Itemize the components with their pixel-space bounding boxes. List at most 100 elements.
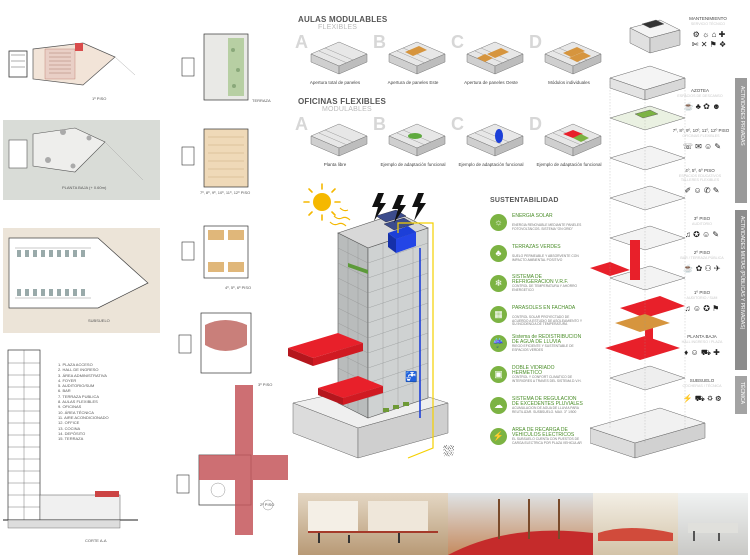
tecnica-bar: TÉCNICA bbox=[735, 376, 747, 414]
oficinas-option-caption: Ejemplo de adaptación funcional bbox=[380, 162, 446, 167]
mantenimiento-label: MANTENIMIENTO bbox=[689, 16, 727, 21]
oficinas-option: C Ejemplo de adaptación funcional bbox=[451, 112, 527, 176]
sustentabilidad-item-title: ENERGIA SOLAR bbox=[512, 213, 553, 219]
sustentabilidad-icon: ▣ bbox=[490, 366, 507, 383]
basement-plan bbox=[3, 228, 160, 333]
first-floor-label: 1º PISO bbox=[92, 96, 107, 101]
piso-3-label: 3º PISO bbox=[693, 216, 711, 221]
first-floor-plan bbox=[5, 35, 155, 95]
sustentabilidad-item-desc: ENERGIA RENOVABLE MEDIANTE PANELES FOTOV… bbox=[512, 223, 582, 231]
left-plans-column: 1º PISO PLANTA BAJA (+ 0.60m) SUBSUELO bbox=[0, 0, 160, 560]
third-floor-label: 3º PISO bbox=[258, 382, 273, 387]
sustentabilidad-item-desc: SUELO PERMEABLE Y ABSORVENTE CON IMPACTO… bbox=[512, 254, 579, 262]
sustentabilidad-item-desc: CONTROL SOLAR PROYECTADO DE ACUERDO A ES… bbox=[512, 315, 582, 327]
third-floor-plan bbox=[178, 312, 252, 374]
aulas-option-letter: D bbox=[529, 32, 542, 52]
sustentabilidad-item-desc: CONTROL DE TEMPERATURA Y AHORRO ENERGETI… bbox=[512, 284, 578, 292]
sustentabilidad-title: SUSTENTABILIDAD bbox=[490, 197, 559, 204]
privadas-bar: ACTIVIDADES PRIVADAS bbox=[735, 78, 747, 203]
sustentabilidad-icon: ▦ bbox=[490, 306, 507, 323]
sustentabilidad-item-title: AREA DE RECARGA DE VEHICULOS ELECTRICOS bbox=[512, 427, 575, 439]
render-strip bbox=[298, 493, 748, 555]
sustentabilidad-item-title: SISTEMA DE REFRIGERACION V.R.F. bbox=[512, 274, 569, 286]
terrace-plan bbox=[181, 33, 249, 101]
maintenance-icons: ⚙ ☼ ⌂ ✚✄ ✕ ⚑ ❖ bbox=[691, 30, 727, 49]
ground-floor-label: PLANTA BAJA (+ 0.60m) bbox=[62, 185, 107, 190]
oficinas-option-drawing bbox=[310, 123, 368, 157]
subsuelo-icons: ⚡ ⛟ ⛭ ⚙ bbox=[682, 394, 722, 403]
sustentabilidad-item-title: Sistema de REDISTRIBUCION DE AGUA DE LLU… bbox=[512, 334, 582, 346]
legend-item: 10. ÁREA TÉCNICA bbox=[58, 409, 94, 415]
sun-icon bbox=[303, 183, 351, 227]
oficinas-option-letter: C bbox=[451, 114, 464, 134]
section-a-a bbox=[3, 349, 138, 529]
sustentabilidad-icon: ☔ bbox=[490, 335, 507, 352]
legend-item: 1. PLAZA ACCESO bbox=[58, 362, 93, 367]
oficinas-option: B Ejemplo de adaptación funcional bbox=[373, 112, 449, 176]
ground-floor-plan bbox=[3, 120, 160, 200]
subsuelo-label: SUBSUELO bbox=[689, 378, 715, 383]
tecnica-bar-label: TÉCNICA bbox=[739, 382, 745, 404]
piso-2-label: 2º PISO bbox=[693, 250, 711, 255]
terrace-label: TERRAZA bbox=[252, 98, 271, 103]
sustentabilidad-icon: ⚡ bbox=[490, 428, 507, 445]
sustentabilidad-item-desc: EL SUBSUELO CUENTA CON PUESTOS DE CARGA … bbox=[512, 437, 582, 445]
oficinas-option-caption: Ejemplo de adaptación funcional bbox=[536, 162, 602, 167]
oficinas-option-letter: A bbox=[295, 114, 308, 134]
planta-baja-label: PLANTA BAJA bbox=[687, 334, 717, 339]
basement-label: SUBSUELO bbox=[88, 318, 110, 323]
aulas-subtitle: FLEXIBLES bbox=[318, 24, 358, 31]
planta-baja-sub: HALL INGRESO / PLAZA bbox=[681, 340, 723, 344]
oficinas-option-letter: B bbox=[373, 114, 386, 134]
legend-item: 3. ÁREA ADMINISTRATIVA bbox=[58, 372, 107, 378]
azotea-sub: ESPACIOS DE DESCANSO bbox=[677, 94, 723, 98]
exploded-axonometric bbox=[590, 19, 706, 459]
legend-item: 11. AIRE ACONDICIONADO bbox=[58, 414, 109, 420]
sustentabilidad-item: ☼ ENERGIA SOLAR ENERGIA RENOVABLE MEDIANTE… bbox=[490, 213, 585, 234]
aulas-option-drawing bbox=[388, 41, 446, 75]
pisos-4-6-label: 4º, 5º, 6º PISO bbox=[685, 168, 715, 173]
sustentabilidad-item-title: SISTEMA DE REGULACION DE EXCEDENTES PLUV… bbox=[512, 396, 583, 408]
mixtas-bar: ACTIVIDADES MIXTAS (PÚBLICAS Y PRIVADAS) bbox=[735, 210, 747, 370]
aulas-option: D Módulos individuales bbox=[529, 30, 605, 94]
azotea-icons: ☕ ♣ ✿ ☻ bbox=[683, 102, 721, 111]
mixtas-bar-label: ACTIVIDADES MIXTAS (PÚBLICAS Y PRIVADAS) bbox=[739, 216, 745, 330]
lightning-icons bbox=[372, 193, 426, 223]
aulas-option-letter: A bbox=[295, 32, 308, 52]
sustentabilidad-icon: ☼ bbox=[490, 214, 507, 231]
sustentabilidad-item-title: PARASOLES EN FACHADA bbox=[512, 305, 576, 311]
sustentabilidad-item: ☔ Sistema de REDISTRIBUCION DE AGUA DE LL… bbox=[490, 334, 585, 355]
oficinas-title: OFICINAS FLEXIBLES bbox=[298, 97, 387, 106]
piso-3-sub: AUDITORIO bbox=[692, 222, 712, 226]
aulas-option-drawing bbox=[310, 41, 368, 75]
legend-item: 13. COCINA bbox=[58, 425, 81, 431]
piso-1-icons: ♫ ☺ ✪ ⚑ bbox=[684, 304, 720, 313]
oficinas-option-caption: Ejemplo de adaptación funcional bbox=[458, 162, 524, 167]
pisos-7-12-icons: ☏ ✉ ☺ ✎ bbox=[682, 142, 722, 151]
legend-item: 9. OFICINAS bbox=[58, 404, 82, 410]
sustentabilidad-item: ⚡ AREA DE RECARGA DE VEHICULOS ELECTRICOS… bbox=[490, 427, 585, 448]
second-floor-plan bbox=[176, 385, 288, 535]
section-label: CORTE A-A bbox=[85, 538, 107, 543]
sustentabilidad-item-desc: CONTROL Y CONFORT CLIMATICO DE INTERIORE… bbox=[512, 375, 582, 383]
aulas-option-caption: Apertura de paneles Oeste bbox=[464, 80, 518, 85]
legend-item: 6. BAR bbox=[58, 388, 71, 394]
pisos-7-12-label: 7º, 8º, 9º, 10º, 11º, 12º PISO bbox=[672, 128, 730, 133]
oficinas-option-drawing bbox=[466, 123, 524, 157]
legend-item: 12. OFFICE bbox=[58, 420, 80, 426]
sustentabilidad-item-desc: ACUMULACION DE AGUA DE LLUVIA PARA REUTI… bbox=[512, 406, 579, 414]
aulas-option-drawing bbox=[466, 41, 524, 75]
piso-1-label: 1º PISO bbox=[693, 290, 711, 295]
subsuelo-sub: COCHERAS / TÉCNICA bbox=[682, 384, 722, 388]
faucet-icon: 🚰 bbox=[405, 372, 418, 383]
aulas-option-letter: B bbox=[373, 32, 386, 52]
legend-item: 7. TERRAZA PUBLICA bbox=[58, 393, 100, 399]
aulas-option-caption: Módulos individuales bbox=[548, 80, 590, 85]
building-axonometric bbox=[288, 209, 449, 459]
privadas-bar-label: ACTIVIDADES PRIVADAS bbox=[739, 86, 745, 146]
